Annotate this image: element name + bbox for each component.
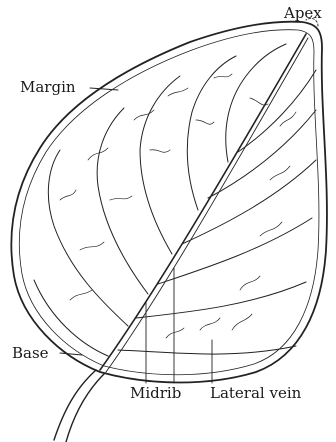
petiole (54, 370, 96, 440)
lateral-vein-label: Lateral vein (210, 386, 301, 401)
petiole-edge (66, 374, 104, 442)
base-label: Base (12, 346, 49, 361)
midrib-edge (106, 38, 308, 372)
lateral-vein-left-3 (97, 108, 148, 294)
base-leader (60, 353, 82, 355)
lateral-vein-left-2 (48, 150, 128, 326)
apex-label: Apex (284, 6, 322, 21)
margin-label: Margin (20, 80, 76, 95)
midrib (100, 34, 306, 370)
lateral-vein-left-4 (140, 76, 180, 254)
lateral-vein-left-6 (226, 44, 286, 162)
lateral-vein-right-3 (158, 218, 312, 284)
lateral-vein-right-1 (118, 346, 296, 354)
lateral-vein-left-5 (187, 56, 236, 210)
lateral-vein-right-5 (208, 110, 316, 198)
leaf-margin-outline (11, 22, 327, 383)
midrib-label: Midrib (130, 386, 181, 401)
